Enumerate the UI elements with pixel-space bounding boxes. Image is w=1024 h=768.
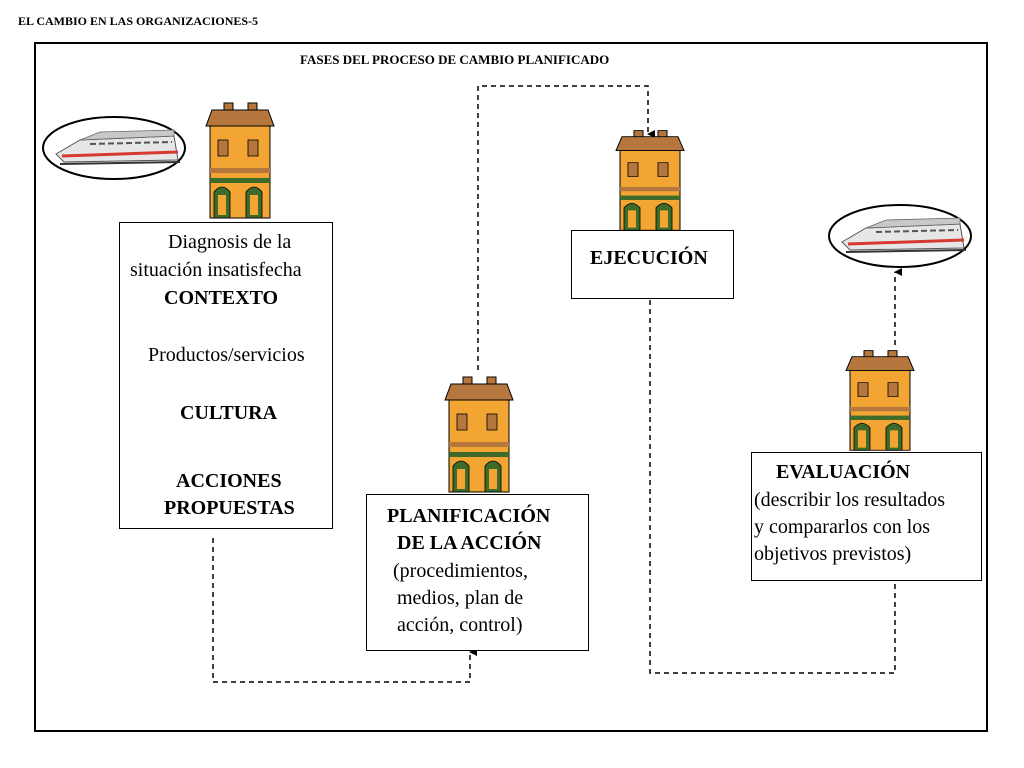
evaluation-line2: y compararlos con los xyxy=(754,516,931,538)
planning-box: PLANIFICACIÓN DE LA ACCIÓN (procedimient… xyxy=(366,494,589,651)
train-icon xyxy=(828,204,972,268)
planning-title-2: DE LA ACCIÓN xyxy=(397,532,542,554)
planning-line2: medios, plan de xyxy=(397,587,524,609)
diagnosis-step-propuestas: PROPUESTAS xyxy=(164,497,295,519)
dashed-connector-diagnosis-planning xyxy=(212,538,477,683)
evaluation-box: EVALUACIÓN (describir los resultados y c… xyxy=(751,452,982,581)
planning-line1: (procedimientos, xyxy=(393,560,528,582)
diagnosis-line1: Diagnosis de la xyxy=(168,231,292,253)
diagnosis-step-cultura: CULTURA xyxy=(180,402,278,424)
diagnosis-step-contexto: CONTEXTO xyxy=(164,287,279,309)
execution-title: EJECUCIÓN xyxy=(590,247,708,269)
diagnosis-box: Diagnosis de la situación insatisfecha C… xyxy=(119,222,333,529)
dashed-connector-execution-evaluation xyxy=(649,300,896,674)
page-header-title: EL CAMBIO EN LAS ORGANIZACIONES-5 xyxy=(18,14,259,28)
dashed-connector-planning-execution xyxy=(477,85,655,370)
execution-box: EJECUCIÓN xyxy=(571,230,734,299)
train-icon xyxy=(42,116,186,180)
house-icon xyxy=(615,130,685,231)
diagnosis-step-productos: Productos/servicios xyxy=(148,344,305,366)
evaluation-line3: objetivos previstos) xyxy=(754,543,912,565)
evaluation-line1: (describir los resultados xyxy=(754,489,946,511)
house-icon xyxy=(205,102,275,219)
planning-title-1: PLANIFICACIÓN xyxy=(387,505,551,527)
planning-line3: acción, control) xyxy=(397,614,523,636)
house-icon xyxy=(444,376,514,493)
diagram-title: FASES DEL PROCESO DE CAMBIO PLANIFICADO xyxy=(300,52,610,67)
diagram-frame xyxy=(34,42,988,732)
house-icon xyxy=(845,350,915,451)
diagnosis-step-acciones: ACCIONES xyxy=(176,470,282,492)
evaluation-title: EVALUACIÓN xyxy=(776,461,911,483)
diagnosis-line2: situación insatisfecha xyxy=(130,259,302,281)
